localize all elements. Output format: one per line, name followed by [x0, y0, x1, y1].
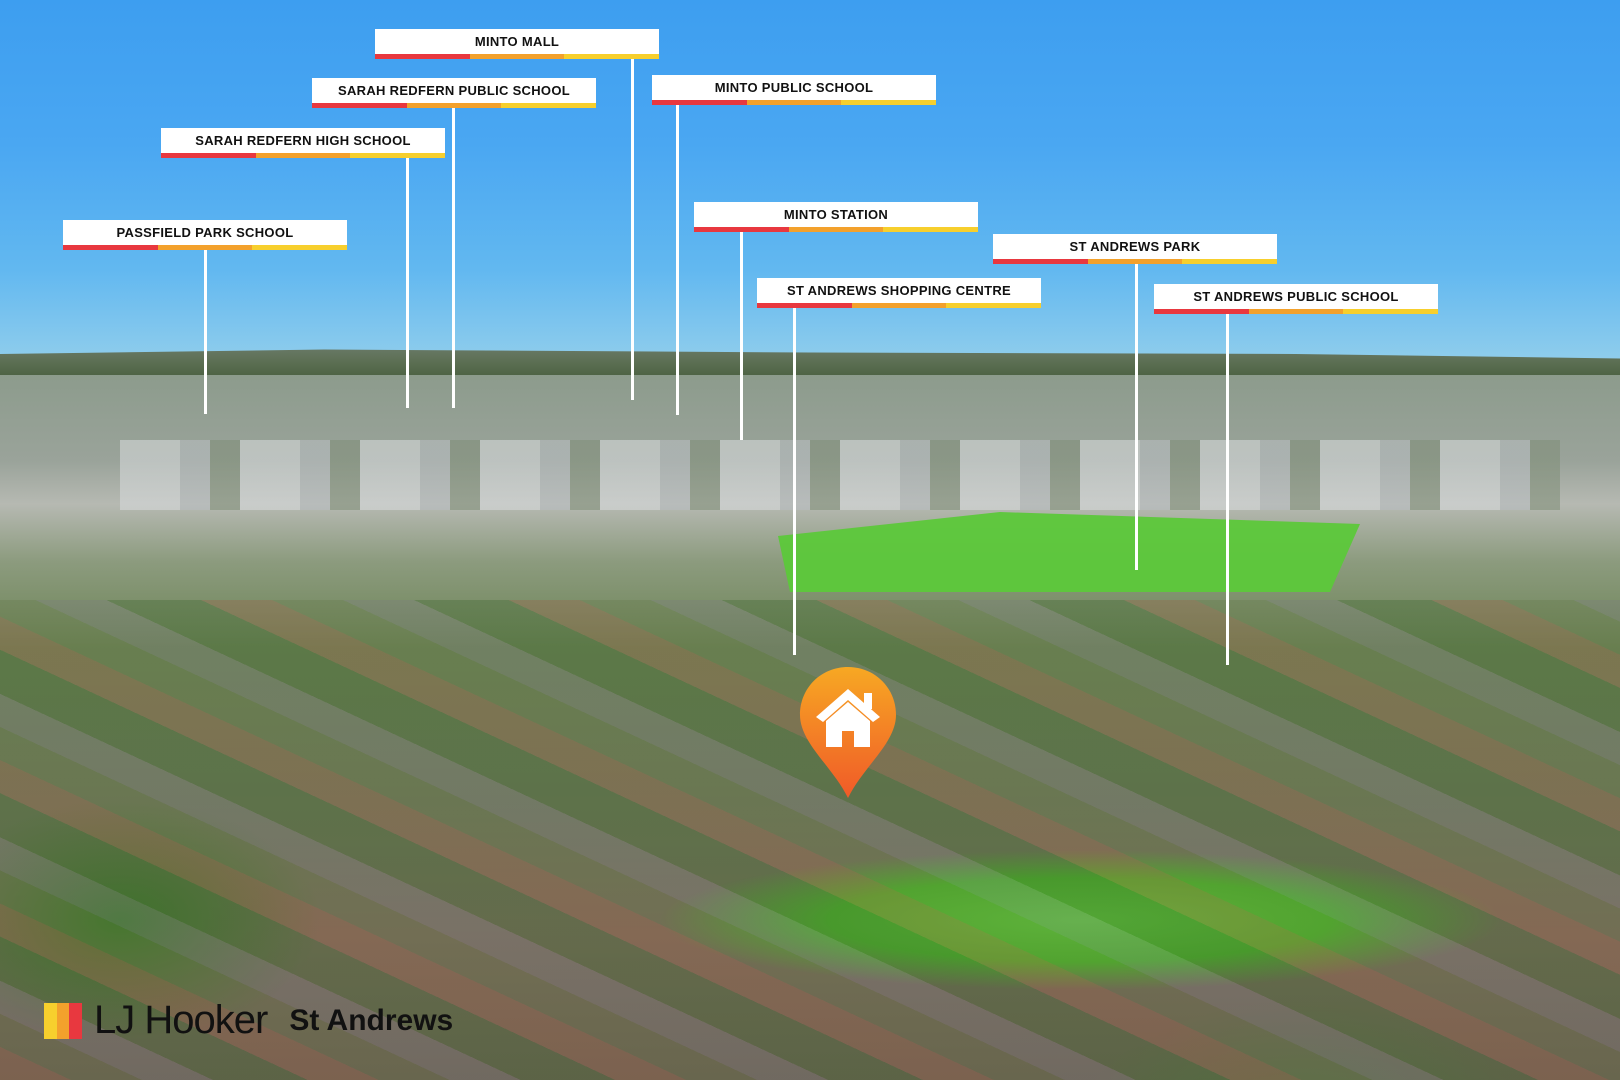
callout-color-bar [63, 245, 348, 250]
brand-mark-icon [44, 1002, 83, 1039]
callout-label: MINTO STATION [694, 202, 978, 227]
brand-name: LJ Hooker [94, 998, 268, 1042]
callout-label: ST ANDREWS PARK [993, 234, 1277, 259]
callout-color-bar [1154, 309, 1439, 314]
office-name: St Andrews [289, 1003, 454, 1037]
location-callout: ST ANDREWS PARK [993, 234, 1278, 264]
callout-label: MINTO MALL [375, 29, 659, 54]
callout-leader-line [204, 250, 207, 414]
callout-leader-line [740, 232, 743, 440]
property-location-pin [800, 667, 896, 798]
callout-label: SARAH REDFERN PUBLIC SCHOOL [312, 78, 596, 103]
callout-leader-line [1135, 264, 1138, 570]
callout-label: SARAH REDFERN HIGH SCHOOL [161, 128, 445, 153]
callout-leader-line [1226, 314, 1229, 665]
location-callout: ST ANDREWS PUBLIC SCHOOL [1154, 284, 1439, 314]
callout-color-bar [993, 259, 1278, 264]
callout-color-bar [757, 303, 1042, 308]
location-callout: SARAH REDFERN HIGH SCHOOL [161, 128, 446, 158]
callout-color-bar [694, 227, 979, 232]
residential-rooftops [0, 600, 1620, 1080]
callout-label: ST ANDREWS PUBLIC SCHOOL [1154, 284, 1438, 309]
lj-hooker-logo: LJ Hooker St Andrews [44, 998, 453, 1043]
location-callout: PASSFIELD PARK SCHOOL [63, 220, 348, 250]
location-callout: SARAH REDFERN PUBLIC SCHOOL [312, 78, 597, 108]
location-callout: MINTO PUBLIC SCHOOL [652, 75, 937, 105]
callout-leader-line [406, 158, 409, 408]
callout-label: ST ANDREWS SHOPPING CENTRE [757, 278, 1041, 303]
callout-color-bar [652, 100, 937, 105]
callout-color-bar [312, 103, 597, 108]
callout-leader-line [631, 59, 634, 400]
location-callout: MINTO MALL [375, 29, 660, 59]
industrial-area [120, 440, 1560, 510]
callout-leader-line [676, 105, 679, 415]
location-callout: MINTO STATION [694, 202, 979, 232]
home-icon [816, 689, 880, 747]
callout-leader-line [793, 308, 796, 655]
callout-label: PASSFIELD PARK SCHOOL [63, 220, 347, 245]
callout-color-bar [375, 54, 660, 59]
callout-color-bar [161, 153, 446, 158]
callout-leader-line [452, 108, 455, 408]
callout-label: MINTO PUBLIC SCHOOL [652, 75, 936, 100]
location-callout: ST ANDREWS SHOPPING CENTRE [757, 278, 1042, 308]
